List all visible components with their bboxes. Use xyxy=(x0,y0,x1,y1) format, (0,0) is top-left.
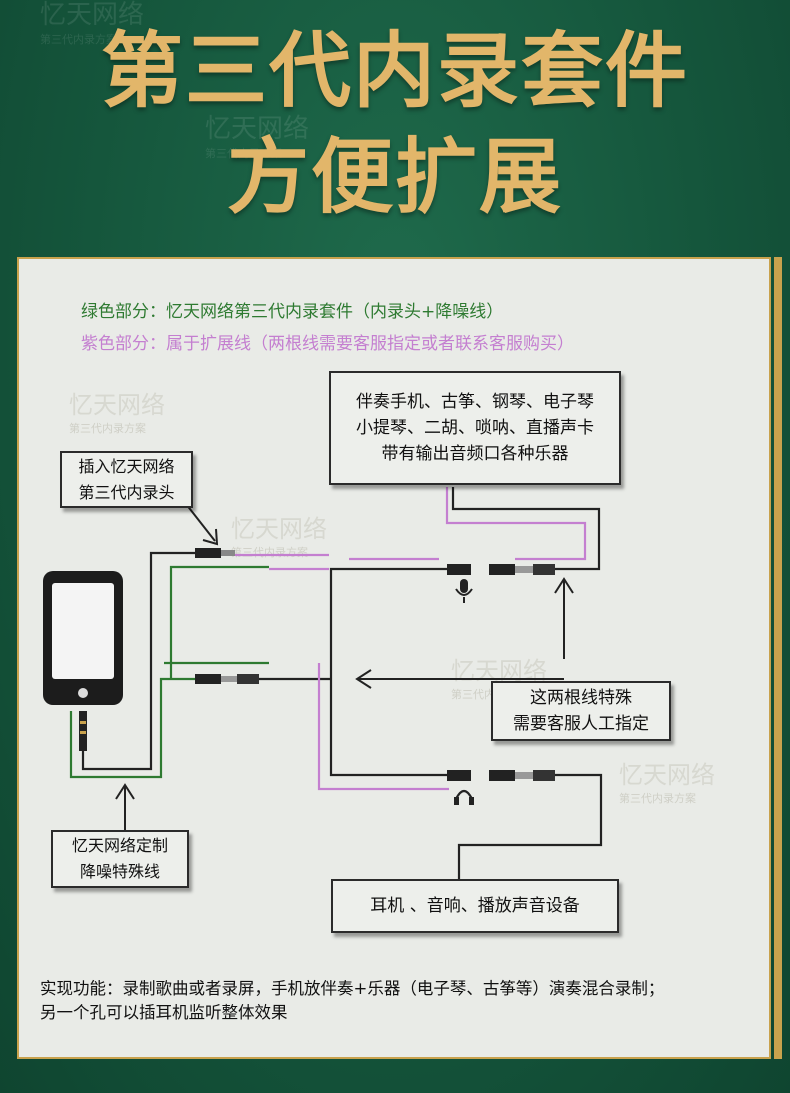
microphone-icon xyxy=(455,579,473,603)
custom-cable-box: 忆天网络定制 降噪特殊线 xyxy=(51,830,189,888)
legend-purple: 紫色部分：属于扩展线（两根线需要客服指定或者联系客服购买） xyxy=(81,334,574,354)
wiring-diagram xyxy=(43,487,603,879)
function-line: 另一个孔可以插耳机监听整体效果 xyxy=(40,1003,288,1022)
custom-cable-line: 忆天网络定制 xyxy=(71,836,168,855)
watermark: 忆天网络第三代内录方案 xyxy=(205,114,310,160)
diagram-panel: 忆天网络第三代内录方案 忆天网络第三代内录方案 忆天网络第三代内录方案 忆天网络… xyxy=(17,257,771,1059)
special-lines-box: 这两根线特殊 需要客服人工指定 xyxy=(491,681,671,741)
output-devices-line: 耳机 、音响、播放声音设备 xyxy=(370,896,580,916)
headphones-icon xyxy=(454,789,474,805)
page-title: 第三代内录套件 xyxy=(100,24,689,119)
instruments-line: 伴奏手机、古筝、钢琴、电子琴 xyxy=(356,392,594,412)
instruments-line: 带有输出音频口各种乐器 xyxy=(381,444,569,464)
function-line: 实现功能：录制歌曲或者录屏，手机放伴奏+乐器（电子琴、古筝等）演奏混合录制； xyxy=(40,979,665,998)
page-subtitle: 方便扩展 xyxy=(226,130,563,225)
special-lines-line: 这两根线特殊 xyxy=(530,688,632,708)
legend-green: 绿色部分：忆天网络第三代内录套件（内录头+降噪线） xyxy=(81,302,504,322)
watermark: 忆天网络第三代内录方案 xyxy=(40,0,145,46)
frame-edge xyxy=(774,257,782,1059)
audio-plug-headphone xyxy=(447,770,555,781)
audio-plug-mic xyxy=(447,564,555,575)
function-description: 实现功能：录制歌曲或者录屏，手机放伴奏+乐器（电子琴、古筝等）演奏混合录制； 另… xyxy=(40,977,770,1025)
plug-head-box: 插入忆天网络 第三代内录头 xyxy=(60,451,193,508)
custom-cable-line: 降噪特殊线 xyxy=(79,862,160,881)
instruments-box: 伴奏手机、古筝、钢琴、电子琴 小提琴、二胡、唢呐、直播声卡 带有输出音频口各种乐… xyxy=(329,371,621,485)
output-devices-box: 耳机 、音响、播放声音设备 xyxy=(331,879,619,933)
audio-plug-top xyxy=(195,548,235,558)
phone-icon xyxy=(43,571,123,751)
audio-plug-middle xyxy=(195,674,259,684)
plug-head-line: 插入忆天网络 xyxy=(78,456,175,476)
watermark: 忆天网络第三代内录方案 xyxy=(69,391,165,435)
watermark: 忆天网络第三代内录方案 xyxy=(619,761,715,805)
special-lines-line: 需要客服人工指定 xyxy=(513,714,649,734)
instruments-line: 小提琴、二胡、唢呐、直播声卡 xyxy=(356,418,594,438)
plug-head-line: 第三代内录头 xyxy=(78,482,175,502)
